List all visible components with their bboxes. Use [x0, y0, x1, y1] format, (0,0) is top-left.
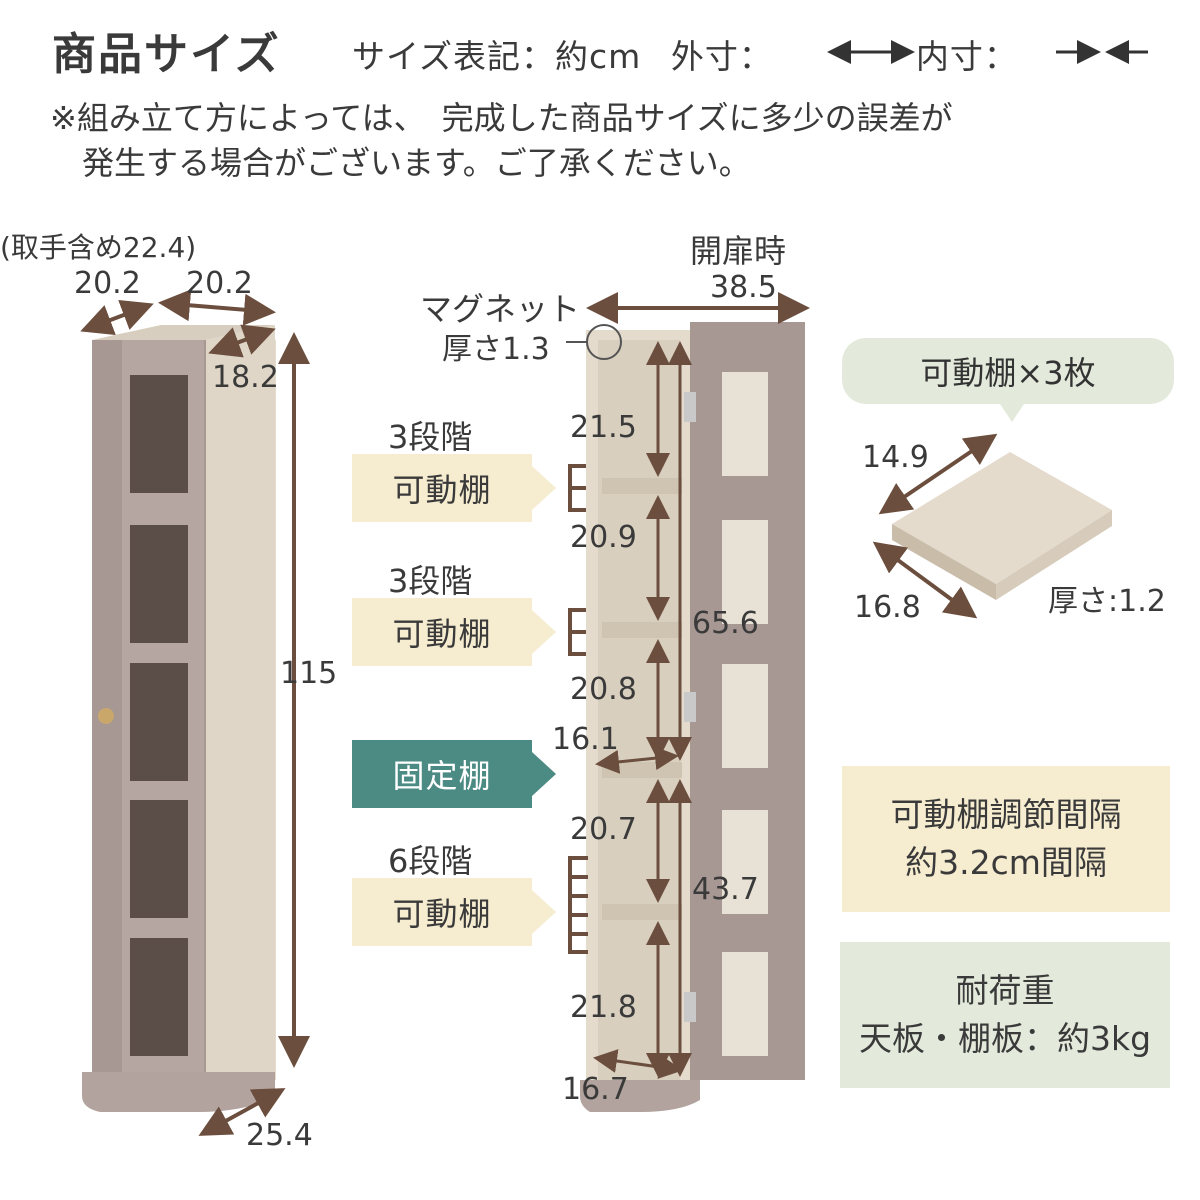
gap-label-5: 21.8: [570, 990, 637, 1025]
base-arrow: [198, 1088, 286, 1136]
lower-height-label: 43.7: [692, 872, 759, 907]
shelf-steps-1: 3段階: [388, 418, 473, 456]
open-width-label: 38.5: [710, 270, 777, 305]
load-capacity-value: 天板・棚板：約3kg: [858, 1019, 1152, 1058]
note-line-2: 発生する場合がございます。ご了承ください。: [50, 144, 751, 182]
page-title: 商品サイズ: [52, 29, 281, 80]
error-note: ※組み立て方によっては、 完成した商品サイズに多少の誤差が 発生する場合がござい…: [50, 96, 953, 186]
shelf-depth-label: 16.8: [854, 590, 921, 625]
shelf-tag-3: 可動棚: [352, 878, 556, 946]
height-label: 115: [280, 656, 338, 691]
note-line-1: ※組み立て方によっては、 完成した商品サイズに多少の誤差が: [50, 99, 953, 137]
shelf-steps-3: 6段階: [388, 842, 473, 880]
bottom-depth-arrow: [593, 1049, 683, 1079]
load-capacity-title: 耐荷重: [955, 971, 1055, 1010]
inner-depth-label: 18.2: [212, 360, 279, 395]
inner-depth-arrow: [208, 324, 276, 358]
shelf-steps-2: 3段階: [388, 562, 473, 600]
depth-arrow: [158, 289, 276, 326]
step-indicator-icons: [568, 464, 588, 954]
upper-height-label: 65.6: [692, 606, 759, 641]
fixed-shelf-tag: 固定棚: [352, 740, 556, 808]
size-notation: サイズ表記：約cm 外寸： 内寸：: [352, 30, 1018, 78]
width-label: 20.2: [74, 266, 141, 301]
adjust-interval-box: 可動棚調節間隔 約3.2cm間隔: [842, 766, 1170, 912]
size-notation-text: サイズ表記：約cm: [352, 37, 642, 76]
inner-size-label: 内寸：: [915, 37, 1018, 76]
gap-label-4: 20.7: [570, 812, 637, 847]
adjust-interval-value: 約3.2cm間隔: [905, 843, 1107, 882]
gap-label-1: 21.5: [570, 410, 637, 445]
depth-label: 20.2: [186, 266, 253, 301]
shelf-count-bubble: 可動棚×3枚: [842, 338, 1174, 422]
shelf-tag-1: 可動棚: [352, 454, 556, 522]
shelf-width-label: 14.9: [862, 440, 929, 475]
fixed-shelf-arrow: [595, 746, 679, 774]
gap-label-2: 20.9: [570, 520, 637, 555]
closed-cabinet-illustration: [82, 325, 276, 1112]
handle-note: (取手含め22.4): [0, 231, 197, 264]
magnet-thickness-label: 厚さ1.3: [442, 332, 550, 367]
shelf-thickness-label: 厚さ:1.2: [1048, 584, 1166, 619]
adjust-interval-title: 可動棚調節間隔: [890, 795, 1122, 834]
shelf-width-arrow: [878, 433, 998, 515]
magnet-label: マグネット: [420, 290, 581, 328]
shelf-depth-arrow: [872, 541, 978, 619]
base-label: 25.4: [246, 1118, 313, 1153]
width-arrow: [80, 299, 154, 336]
bottom-depth-label: 16.7: [562, 1072, 629, 1107]
load-capacity-box: 耐荷重 天板・棚板：約3kg: [840, 942, 1170, 1088]
outer-size-label: 外寸：: [670, 37, 773, 76]
shelf-tag-2: 可動棚: [352, 598, 556, 666]
fixed-shelf-depth-label: 16.1: [552, 722, 619, 757]
open-door-label: 開扉時: [690, 232, 787, 270]
gap-label-3: 20.8: [570, 672, 637, 707]
